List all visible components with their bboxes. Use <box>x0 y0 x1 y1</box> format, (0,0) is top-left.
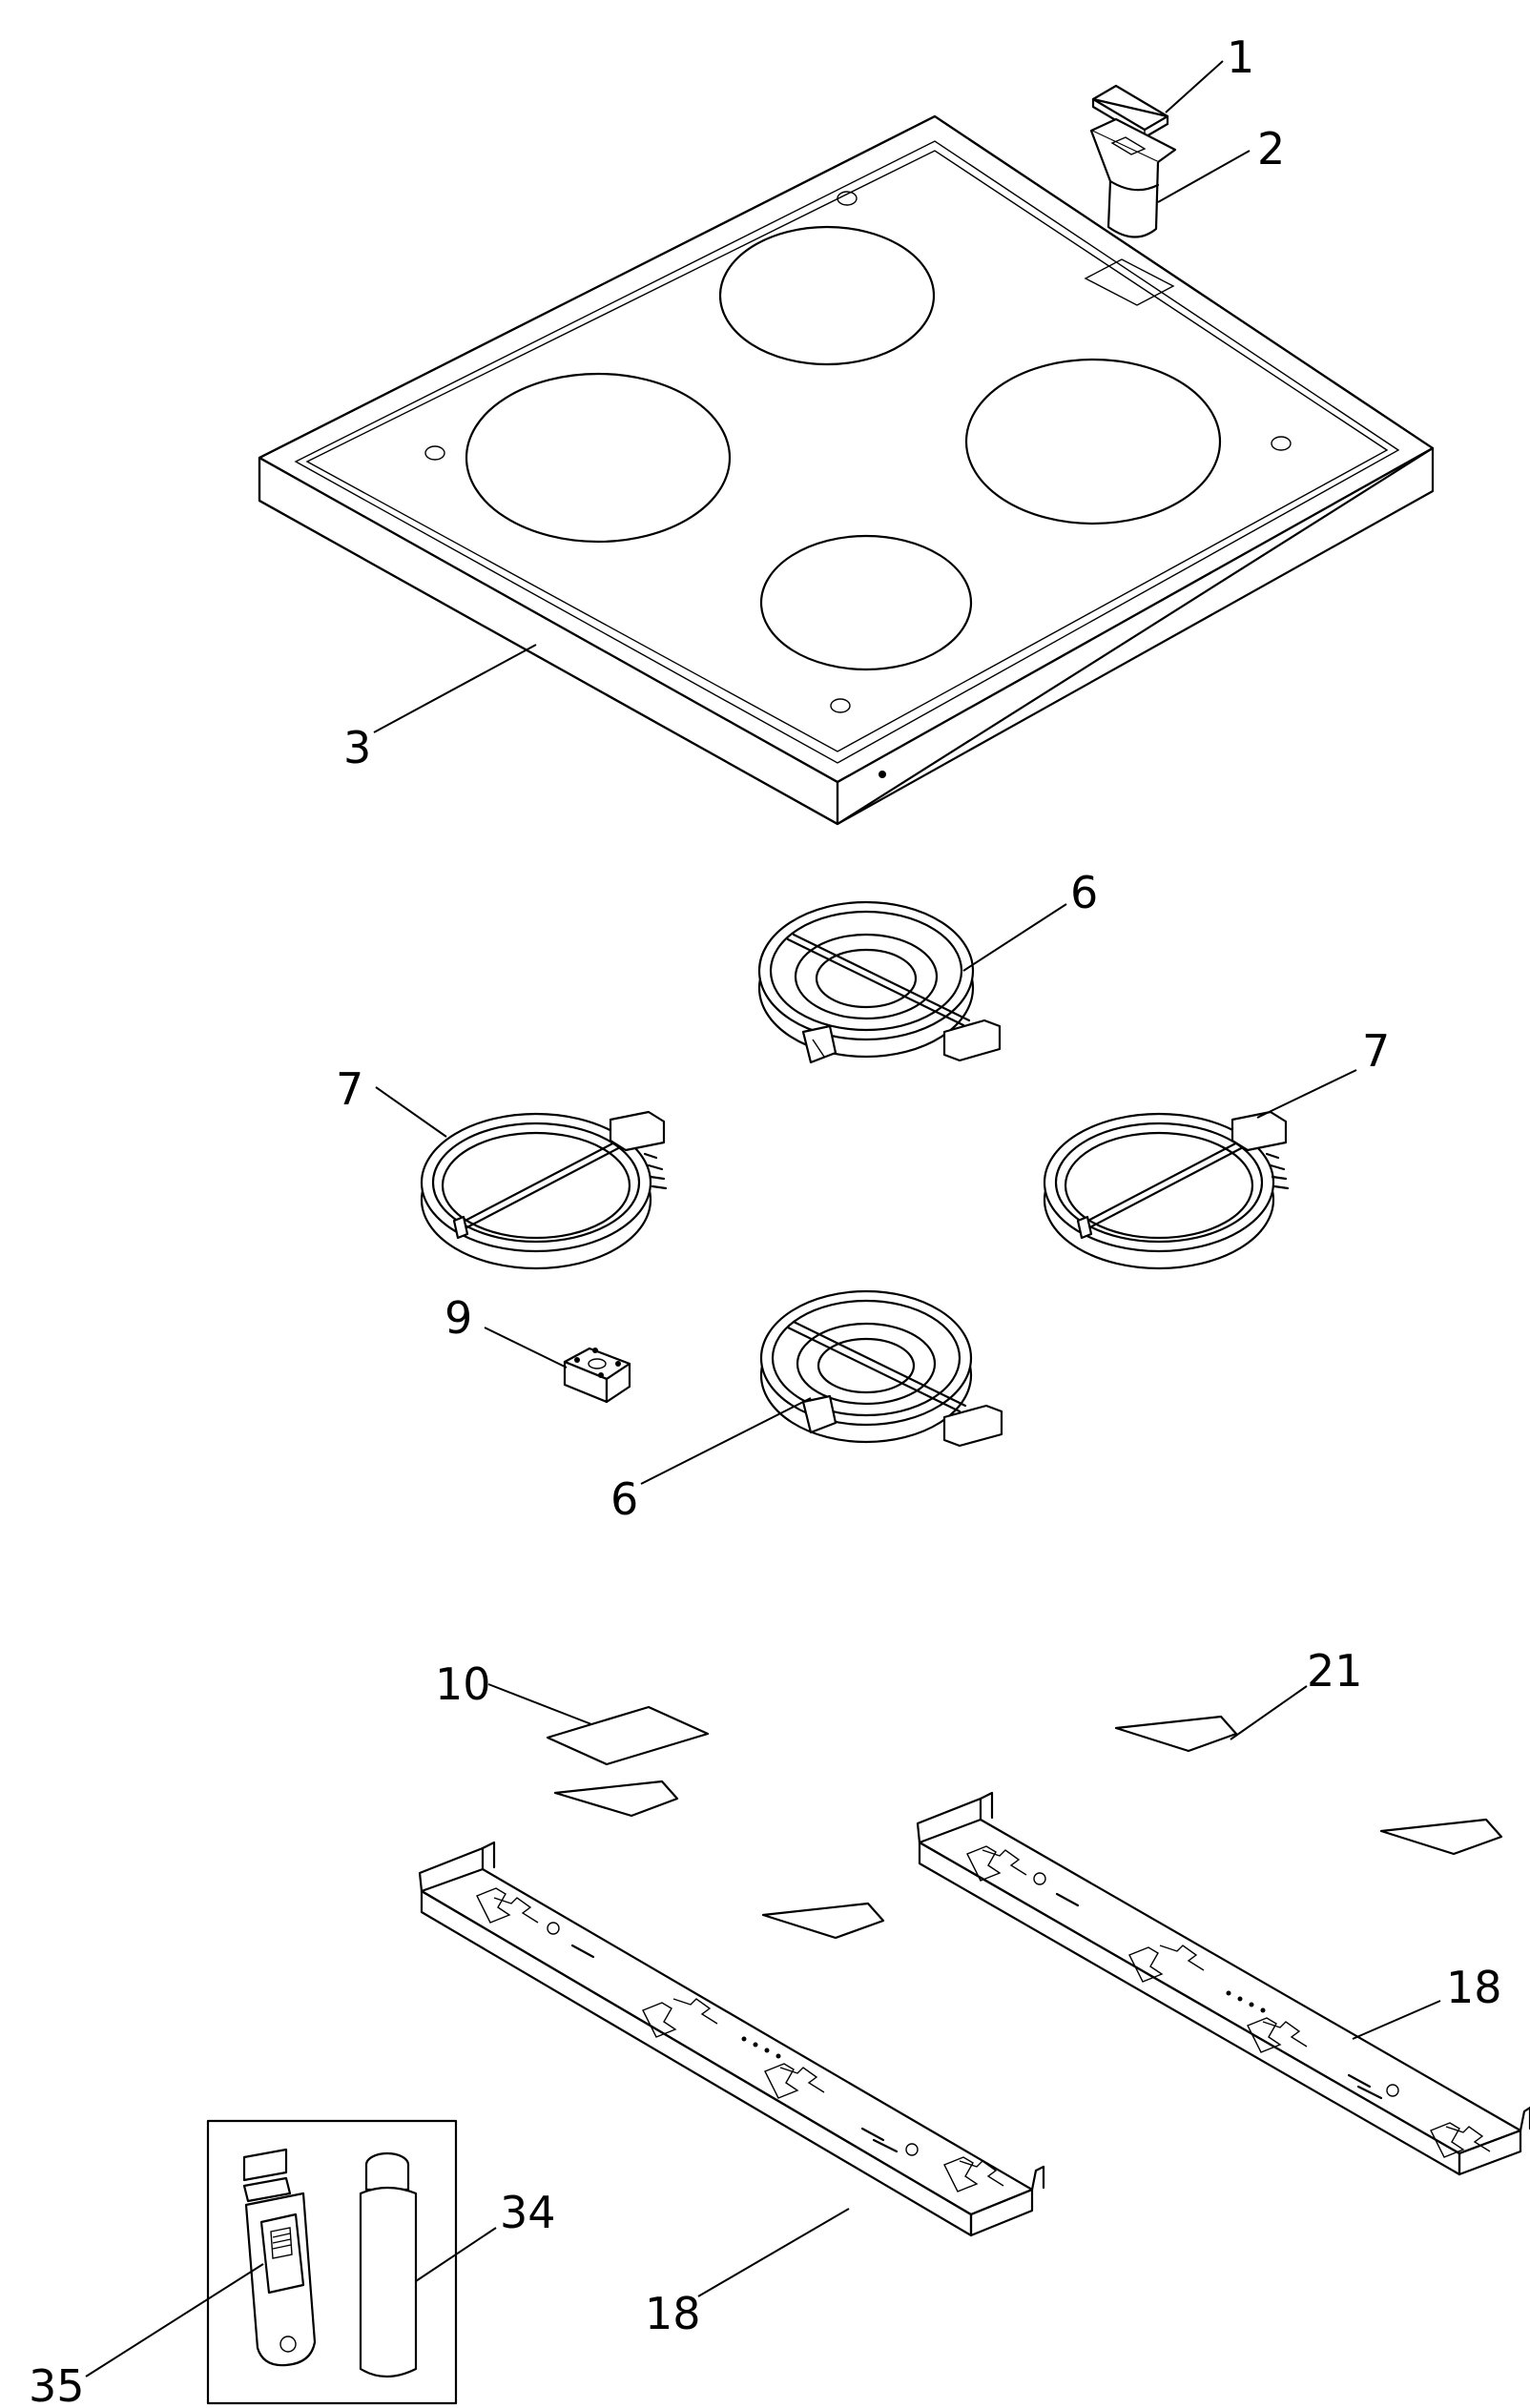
callout-18-left: 18 <box>645 2288 701 2339</box>
bracket-part-18-right <box>916 1791 1530 2176</box>
callout-2: 2 <box>1257 123 1285 175</box>
cooktop-zone-right <box>964 358 1222 525</box>
callout-7-left: 7 <box>336 1063 363 1115</box>
radiant-element-part-7-right <box>1043 1110 1290 1270</box>
radiant-element-part-6-front <box>759 1289 1003 1448</box>
radiant-element-part-7-left <box>420 1110 668 1270</box>
leader-lines <box>85 60 1441 2377</box>
cooktop-glass-part-3 <box>258 114 1435 826</box>
callout-7-right: 7 <box>1362 1025 1390 1077</box>
callout-1: 1 <box>1227 31 1254 83</box>
callout-18-right: 18 <box>1446 1962 1502 2013</box>
small-labels <box>553 1715 1503 1940</box>
part-2-funnel <box>1089 117 1177 238</box>
cleaner-bottle-part-34 <box>359 2151 418 2378</box>
callout-3: 3 <box>343 722 371 773</box>
radiant-element-part-6-rear <box>757 900 1002 1064</box>
part-1-cap <box>1091 84 1169 139</box>
label-part-10 <box>546 1705 710 1766</box>
callout-10: 10 <box>435 1658 491 1710</box>
callout-6-front: 6 <box>610 1473 638 1525</box>
callout-6-rear: 6 <box>1070 867 1098 918</box>
callout-34: 34 <box>500 2187 556 2238</box>
terminal-block-part-9 <box>563 1347 631 1404</box>
cooktop-zone-rear <box>718 225 936 366</box>
service-kit-box <box>206 2119 458 2405</box>
scraper-part-35 <box>242 2148 317 2367</box>
callout-21: 21 <box>1307 1645 1363 1697</box>
bracket-part-18-left <box>418 1841 1045 2237</box>
callout-35: 35 <box>29 2360 85 2408</box>
callout-labels: 1 2 3 6 7 7 9 6 10 21 18 18 34 35 <box>29 31 1502 2408</box>
callout-9: 9 <box>445 1292 472 1344</box>
cooktop-zone-left <box>465 372 732 544</box>
cooktop-zone-front <box>759 534 973 671</box>
